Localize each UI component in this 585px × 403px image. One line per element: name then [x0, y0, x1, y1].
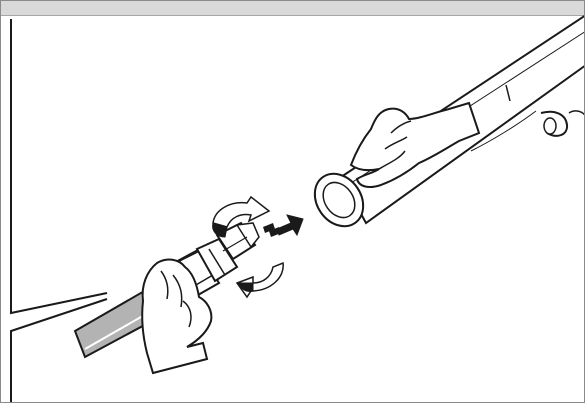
- tube-clip: [541, 111, 585, 136]
- rotate-arrow-icon: [237, 263, 283, 297]
- direction-arrow-icon: [263, 215, 303, 237]
